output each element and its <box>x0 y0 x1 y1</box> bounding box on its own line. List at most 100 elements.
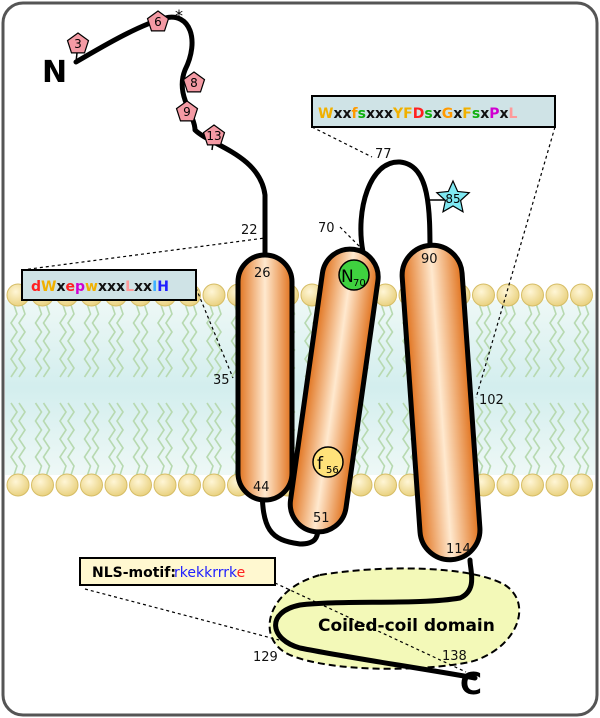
motif-residue: x <box>480 106 489 122</box>
lipid-head <box>129 473 152 497</box>
motif-residue: W <box>41 279 56 295</box>
motif-residue: e <box>66 279 76 295</box>
lipid-tail <box>157 304 165 378</box>
marker-f56-main: f <box>317 454 324 474</box>
lipid-tail <box>214 402 222 476</box>
lipid-tail <box>18 304 26 378</box>
glycosylation-sites: 3 6* 8 9 13 <box>66 6 226 151</box>
lipid-tail <box>475 304 484 378</box>
motif-residue: x <box>56 279 65 295</box>
lipid-head <box>104 473 128 497</box>
lipid-head <box>545 283 569 307</box>
residue-number: 22 <box>241 223 258 238</box>
lipid-tail <box>532 304 541 378</box>
glycosylation-site: 6* <box>146 6 183 32</box>
lipid-tail <box>214 304 222 378</box>
motif-residue: p <box>75 279 85 295</box>
glycosylation-label: 6 <box>154 15 162 29</box>
motif-box-2 <box>311 95 556 128</box>
motif-residue: w <box>85 279 98 295</box>
glycosylation-site: 13 <box>202 124 226 151</box>
lipid-tail <box>108 402 116 476</box>
residue-number: 70 <box>318 221 335 236</box>
motif-residue: F <box>462 106 472 122</box>
residue-number: 51 <box>313 511 330 526</box>
lipid-tail <box>483 304 492 378</box>
glycosylation-site: 8 <box>182 71 206 93</box>
lipid-tail <box>549 304 557 378</box>
motif-residue: f <box>352 106 359 122</box>
motif-residue: L <box>509 106 518 122</box>
lipid-tail <box>83 304 92 378</box>
lipid-tail <box>132 402 141 476</box>
motif-residue: r <box>212 565 218 581</box>
marker-n70: N 70 <box>338 259 370 291</box>
lipid-tail <box>91 402 100 476</box>
lipid-tail <box>10 402 18 476</box>
lipid-tail <box>18 402 26 476</box>
lipid-tail <box>377 402 386 476</box>
lipid-head <box>521 283 544 307</box>
residue-number: 102 <box>479 393 504 408</box>
residue-number: 138 <box>442 649 467 664</box>
lipid-tail <box>189 304 198 378</box>
lipid-tail <box>116 304 124 378</box>
lipid-head <box>202 473 226 497</box>
lipid-tail <box>557 304 565 378</box>
glycosylation-site: 3 <box>66 32 90 63</box>
glycosylation-label: 9 <box>183 105 191 119</box>
lipid-tail <box>475 402 484 476</box>
glycosylation-label: 3 <box>74 37 82 51</box>
lipid-tail <box>116 402 124 476</box>
lipid-tail <box>206 402 214 476</box>
lipid-tail <box>385 304 394 378</box>
lipid-head <box>496 473 520 497</box>
marker-n70-main: N <box>341 267 354 287</box>
lipid-head <box>178 473 201 497</box>
motif-residue: rrk <box>218 565 238 581</box>
lipid-head <box>472 283 495 307</box>
lipid-tail <box>524 402 533 476</box>
c-terminus-label: C <box>460 667 482 702</box>
lipid-head <box>80 473 103 497</box>
lipid-tail <box>67 402 75 476</box>
lipid-tail <box>508 304 516 378</box>
lipid-tail <box>500 402 508 476</box>
star-site: 85 <box>430 179 471 213</box>
lipid-tail <box>385 402 394 476</box>
lipid-tail <box>140 402 149 476</box>
coiled-coil-region <box>268 567 521 670</box>
marker-f56-sub: 56 <box>326 465 339 476</box>
helix-3 <box>399 242 483 563</box>
motif-residue: H <box>157 279 169 295</box>
lipid-tail <box>573 304 582 378</box>
motif-residue: G <box>442 106 454 122</box>
nls-box <box>79 557 276 586</box>
motif-residue: xxx <box>98 279 125 295</box>
residue-number: 44 <box>253 480 270 495</box>
motif-residue: s <box>472 106 480 122</box>
motif-residue: s <box>424 106 432 122</box>
glycosylation-label: 13 <box>206 129 221 143</box>
lipid-tail <box>500 304 508 378</box>
residue-number: 90 <box>421 252 438 267</box>
lipid-head <box>570 283 593 307</box>
lipid-head <box>374 473 397 497</box>
lipid-tail <box>508 402 516 476</box>
lipid-head <box>521 473 544 497</box>
lipid-head <box>349 473 373 497</box>
lipid-tail <box>402 402 410 476</box>
lipid-tail <box>34 304 43 378</box>
lipid-tail <box>206 304 214 378</box>
lipid-head <box>153 473 177 497</box>
lipid-tail <box>132 304 141 378</box>
motif-2-sequence: WxxfsxxxYFDsxGxFsxPxL <box>318 106 518 122</box>
motif-residue: rkekk <box>174 565 213 581</box>
lipid-head <box>202 283 226 307</box>
motif-residue: W <box>318 106 333 122</box>
residue-number: 77 <box>375 147 392 162</box>
motif-residue: xxx <box>366 106 393 122</box>
lipid-tail <box>181 304 190 378</box>
lipid-head <box>570 473 593 497</box>
